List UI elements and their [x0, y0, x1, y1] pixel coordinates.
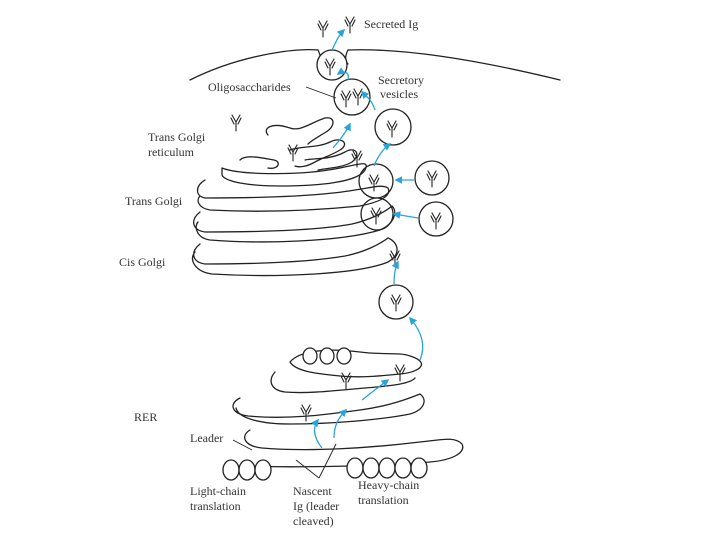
label-nascent-ig-line1: Nascent — [293, 484, 332, 498]
label-secreted-ig: Secreted Ig — [364, 17, 418, 31]
golgi-stack — [191, 163, 398, 277]
label-heavy-chain-translation-line2: translation — [358, 493, 409, 507]
label-cis-golgi: Cis Golgi — [119, 255, 166, 269]
label-leader: Leader — [190, 431, 223, 445]
trans-golgi-reticulum — [239, 117, 358, 171]
label-nascent-ig-line3: cleaved) — [293, 514, 334, 528]
label-trans-golgi-reticulum-line1: Trans Golgi — [148, 130, 206, 144]
label-light-chain-translation-line1: Light-chain — [190, 484, 246, 498]
label-trans-golgi-reticulum-line2: reticulum — [148, 145, 195, 159]
label-secretory-vesicles-line1: Secretory — [378, 73, 424, 87]
label-trans-golgi: Trans Golgi — [125, 194, 183, 208]
label-rer: RER — [134, 410, 157, 424]
transport-arrows — [311, 28, 424, 449]
label-secretory-vesicles-line2: vesicles — [380, 87, 418, 101]
label-light-chain-translation-line2: translation — [190, 499, 241, 513]
ribosomes — [222, 347, 428, 481]
label-leader-lines — [232, 86, 337, 479]
label-heavy-chain-translation-line1: Heavy-chain — [358, 478, 419, 492]
label-nascent-ig-line2: Ig (leader — [293, 499, 339, 513]
label-oligosaccharides: Oligosaccharides — [208, 80, 291, 94]
plasma-membrane — [189, 49, 561, 81]
